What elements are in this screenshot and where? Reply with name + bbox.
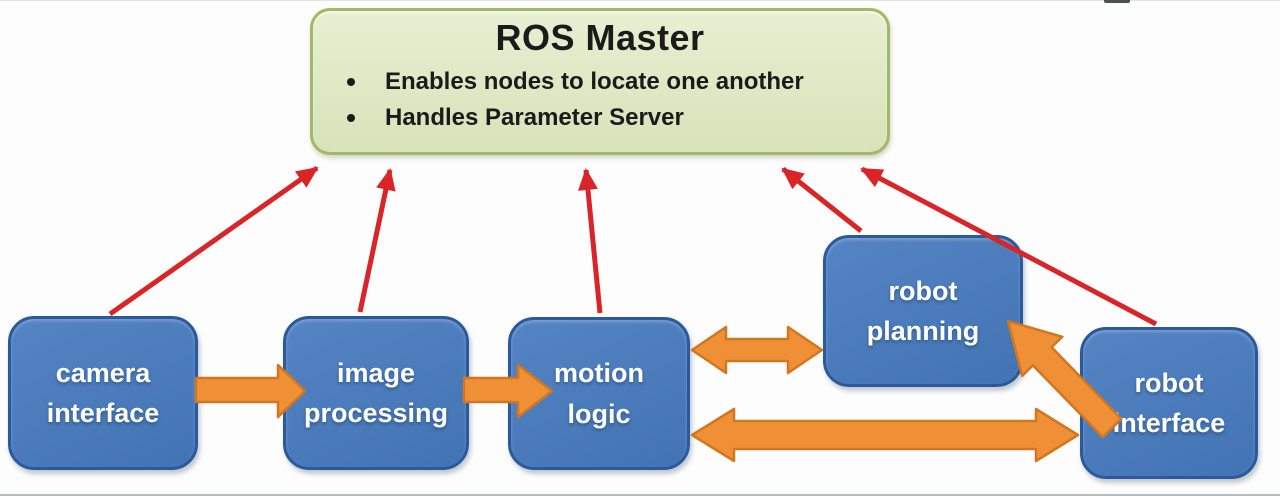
top-edge-line — [0, 0, 1280, 1]
node-label: robot interface — [1112, 367, 1226, 439]
bullet-item: Handles Parameter Server — [331, 100, 869, 136]
orange-edge-motion-interface-double — [690, 407, 1080, 463]
top-right-edge-mark — [1104, 0, 1130, 3]
node-label: robot planning — [866, 275, 980, 347]
red-edge-motion-to-master — [577, 168, 603, 314]
ros-master-box: ROS Master Enables nodes to locate one a… — [310, 8, 890, 155]
node-robot-interface: robot interface — [1080, 327, 1258, 479]
node-image-processing: image processing — [283, 316, 469, 470]
ros-master-bullet-list: Enables nodes to locate one another Hand… — [331, 64, 869, 136]
ros-master-title: ROS Master — [495, 17, 705, 58]
orange-edge-motion-planning-double — [690, 325, 824, 375]
red-edge-planning-to-master — [781, 167, 863, 233]
node-motion-logic: motion logic — [508, 317, 690, 470]
bullet-text: Handles Parameter Server — [385, 104, 684, 131]
bullet-text: Enables nodes to locate one another — [385, 68, 804, 95]
node-label: camera interface — [46, 357, 160, 429]
node-label: image processing — [303, 357, 449, 429]
bottom-edge-line — [0, 494, 1280, 496]
bullet-item: Enables nodes to locate one another — [331, 64, 869, 100]
node-robot-planning: robot planning — [823, 235, 1023, 387]
red-edge-camera-to-master — [108, 165, 319, 317]
node-label: motion logic — [554, 358, 644, 429]
node-camera-interface: camera interface — [8, 316, 198, 470]
bullet-dot-icon — [347, 114, 355, 122]
bullet-dot-icon — [347, 78, 355, 86]
red-edge-image-to-master — [357, 168, 396, 313]
